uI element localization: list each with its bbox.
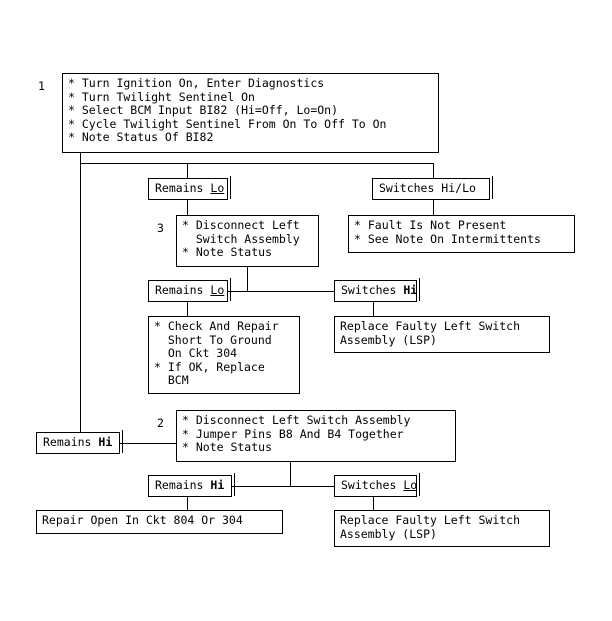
label-remains-lo-2: Remains Lo	[148, 278, 231, 302]
label-remains-hi-1-value: Hi	[98, 435, 113, 449]
connector-remains-hi-2-stem	[187, 497, 188, 510]
label-remains-lo-2-prefix: Remains	[155, 283, 211, 297]
connector-switches-hi-stem	[373, 302, 374, 316]
label-remains-lo-1: Remains Lo	[148, 176, 231, 200]
connector-remains-lo-1-stem	[187, 200, 188, 215]
label-remains-hi-2-value: Hi	[210, 478, 225, 492]
fault-not-present-box: * Fault Is Not Present * See Note On Int…	[348, 215, 575, 253]
connector-level3-bar	[228, 486, 338, 487]
label-remains-hi-1: Remains Hi	[36, 430, 123, 454]
connector-left-trunk	[80, 163, 81, 443]
label-switches-hi-value: Hi	[403, 283, 418, 297]
step3-instruction-box: * Disconnect Left Switch Assembly * Note…	[176, 215, 319, 267]
connector-remains-lo-2-stem	[187, 302, 188, 316]
label-switches-lo: Switches Lo	[334, 473, 420, 497]
connector-step1-split	[80, 163, 433, 164]
step2-instruction-box: * Disconnect Left Switch Assembly * Jump…	[176, 410, 456, 462]
repair-open-ckt-box: Repair Open In Ckt 804 Or 304	[36, 510, 283, 534]
connector-to-remains-lo-1	[187, 163, 188, 178]
step-number-2: 2	[157, 416, 164, 430]
connector-switches-lo-stem	[373, 497, 374, 510]
connector-switches-hilo-stem	[433, 200, 434, 215]
connector-step3-stem	[247, 267, 248, 291]
step1-instruction-box: * Turn Ignition On, Enter Diagnostics * …	[62, 73, 439, 153]
step-number-1: 1	[38, 79, 45, 93]
replace-lsp-box-lower: Replace Faulty Left Switch Assembly (LSP…	[334, 510, 550, 547]
connector-step1-stem	[80, 153, 81, 163]
step-number-3: 3	[157, 221, 164, 235]
connector-step2-stem	[290, 462, 291, 486]
check-short-to-ground-box: * Check And Repair Short To Ground On Ck…	[148, 316, 300, 394]
replace-lsp-box-upper: Replace Faulty Left Switch Assembly (LSP…	[334, 316, 550, 353]
label-remains-lo-1-prefix: Remains	[155, 181, 211, 195]
label-switches-hi-lo: Switches Hi/Lo	[372, 176, 493, 200]
label-remains-hi-2-prefix: Remains	[155, 478, 211, 492]
label-remains-lo-2-value: Lo	[210, 283, 225, 297]
label-remains-hi-1-prefix: Remains	[43, 435, 99, 449]
label-switches-lo-value: Lo	[403, 478, 418, 492]
label-remains-lo-1-value: Lo	[210, 181, 225, 195]
label-remains-hi-2: Remains Hi	[148, 473, 235, 497]
connector-level2-bar	[228, 291, 372, 292]
connector-remains-hi-to-step2	[120, 443, 177, 444]
connector-to-switches-hilo	[433, 163, 434, 178]
label-switches-lo-prefix: Switches	[341, 478, 404, 492]
label-switches-hi: Switches Hi	[334, 278, 420, 302]
label-switches-hi-prefix: Switches	[341, 283, 404, 297]
